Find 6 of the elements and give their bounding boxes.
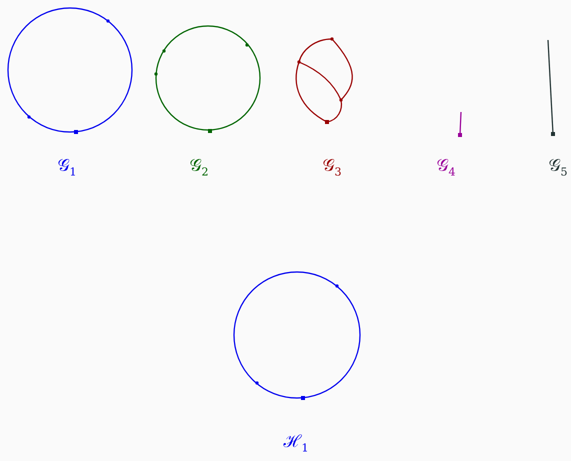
graph-label: 𝒢$_{3}$ — [322, 158, 342, 178]
graph-label: 𝒢$_{4}$ — [436, 158, 456, 178]
graph-label: 𝒢$_{1}$ — [58, 158, 76, 178]
graph-label: 𝒢$_{5}$ — [548, 158, 568, 178]
graph-label: 𝒢$_{2}$ — [190, 158, 208, 178]
graph-label: ℋ$_{1}$ — [284, 434, 308, 454]
